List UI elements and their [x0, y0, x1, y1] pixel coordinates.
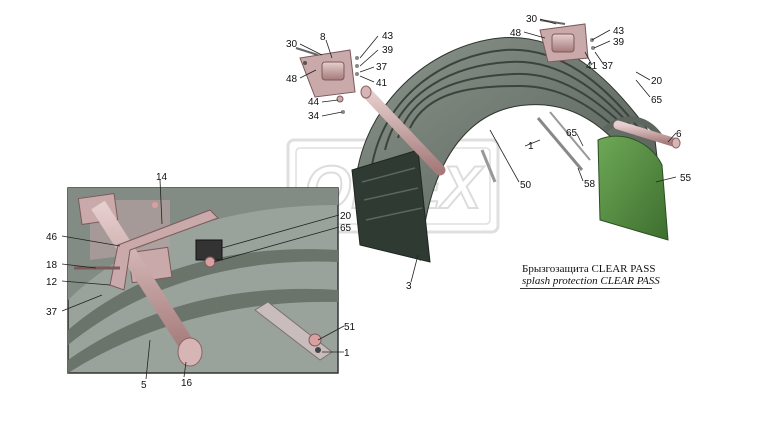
callout-5: 5 — [141, 380, 147, 391]
callout-12: 12 — [46, 277, 58, 288]
callout-37-inset: 37 — [46, 307, 58, 318]
callout-44: 44 — [308, 97, 320, 108]
bracket-left — [295, 47, 359, 98]
callout-30-right: 30 — [526, 14, 538, 25]
callout-39: 39 — [382, 45, 394, 56]
callout-1-main: 1 — [528, 141, 534, 152]
callouts-main: 30 8 43 39 37 41 48 44 34 30 48 43 39 41… — [286, 14, 692, 292]
callout-20-right: 20 — [651, 76, 663, 87]
front-support-tube — [360, 85, 446, 176]
callout-16: 16 — [181, 378, 193, 389]
stay-rod-3 — [480, 149, 497, 183]
caption-russian: Брызгозащита CLEAR PASS — [522, 263, 656, 275]
callout-48: 48 — [286, 74, 298, 85]
callout-65-mid: 65 — [566, 128, 578, 139]
callout-41-right: 41 — [586, 61, 598, 72]
callout-1-inset: 1 — [344, 348, 350, 359]
callout-55: 55 — [680, 173, 692, 184]
callout-46: 46 — [46, 232, 58, 243]
bracket-right — [539, 19, 595, 63]
callout-8: 8 — [320, 32, 326, 43]
stay-rod-2 — [549, 111, 591, 161]
callout-50: 50 — [520, 180, 532, 191]
caption-underline — [520, 288, 652, 289]
callout-58: 58 — [584, 179, 596, 190]
detail-inset — [67, 187, 339, 374]
callout-41: 41 — [376, 78, 388, 89]
callout-20-inset: 20 — [340, 211, 352, 222]
rear-splash-guard — [597, 135, 669, 241]
callout-30: 30 — [286, 39, 298, 50]
caption-english: splash protection CLEAR PASS — [522, 275, 660, 287]
rear-support-tube — [613, 120, 681, 149]
callout-48-right: 48 — [510, 28, 522, 39]
callout-51: 51 — [344, 322, 356, 333]
callout-37: 37 — [376, 62, 388, 73]
front-mudflap — [351, 149, 431, 263]
nut-34 — [341, 110, 345, 114]
callout-43: 43 — [382, 31, 394, 42]
callout-6: 6 — [676, 129, 682, 140]
callout-37-right: 37 — [602, 61, 614, 72]
callout-65-inset: 65 — [340, 223, 352, 234]
callout-39-right: 39 — [613, 37, 625, 48]
callout-43-right: 43 — [613, 26, 625, 37]
callout-65-right: 65 — [651, 95, 663, 106]
callout-14: 14 — [156, 172, 168, 183]
stay-rod-1 — [536, 117, 584, 171]
callout-34: 34 — [308, 111, 320, 122]
callouts-inset: 14 46 18 12 37 5 16 51 1 — [46, 172, 356, 391]
callout-18: 18 — [46, 260, 58, 271]
callout-3: 3 — [406, 281, 412, 292]
washer-44 — [336, 95, 344, 103]
leader-lines — [61, 18, 677, 380]
main-fender — [351, 36, 681, 263]
